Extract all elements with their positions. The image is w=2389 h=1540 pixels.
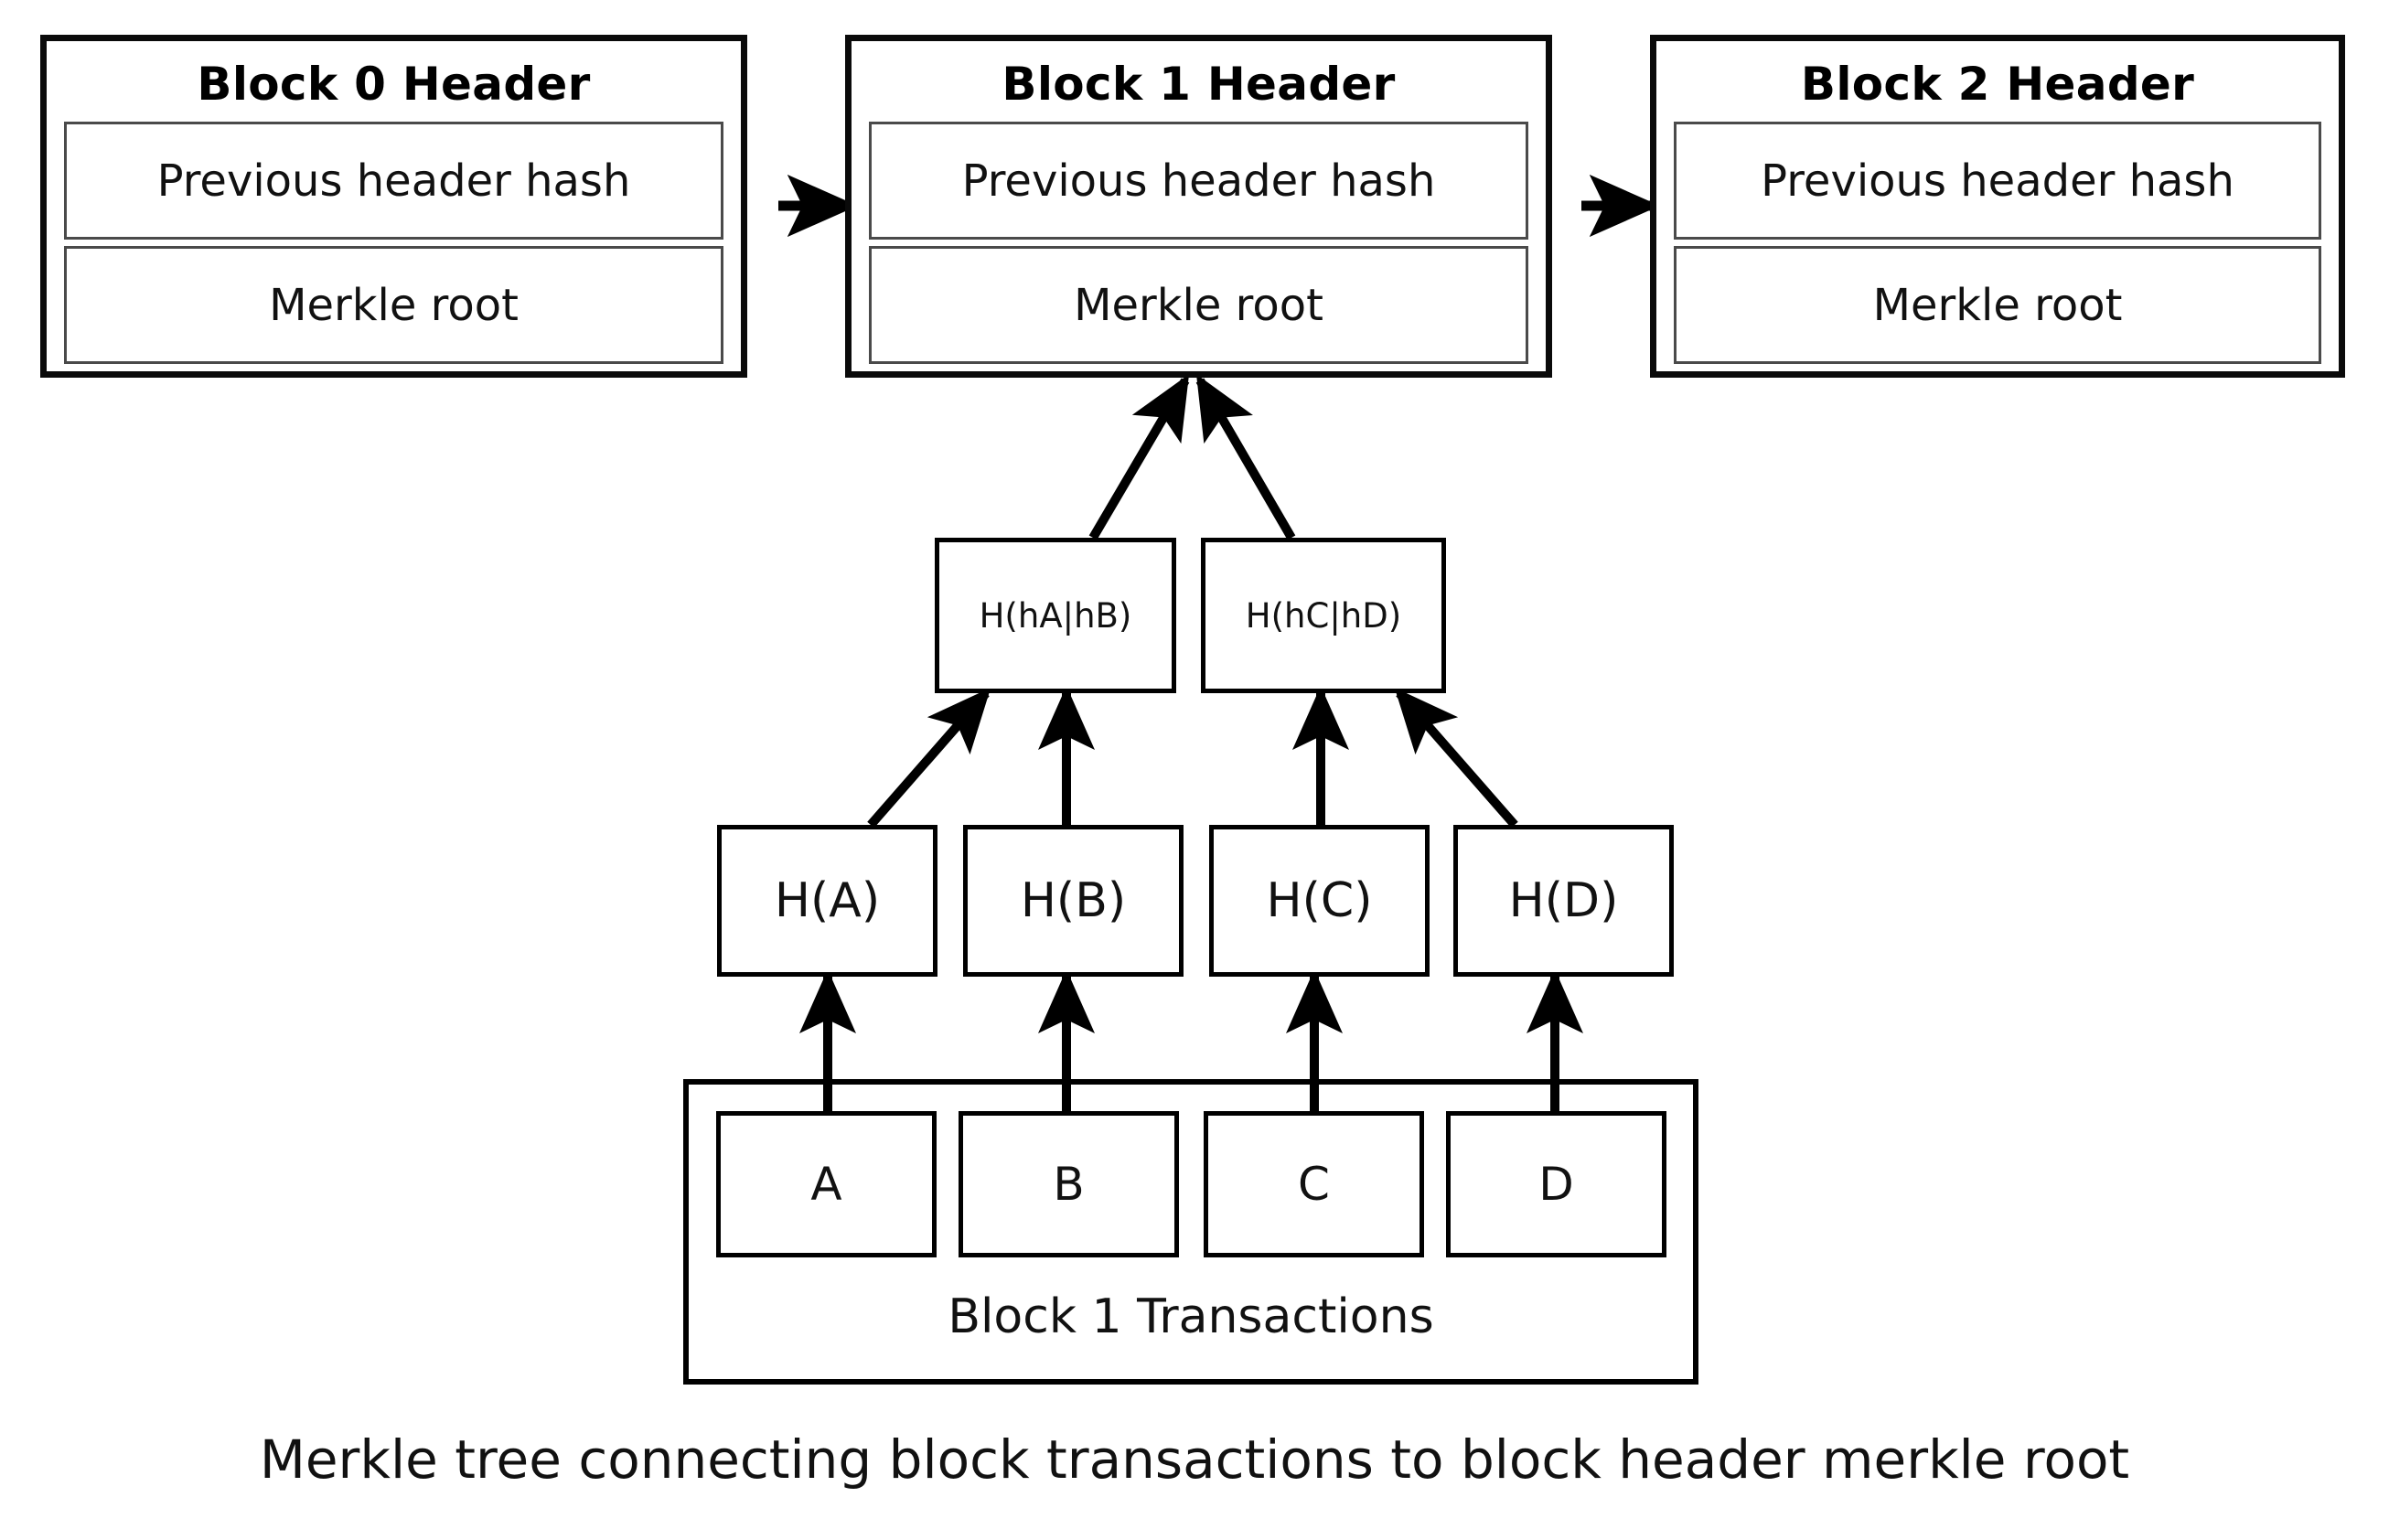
transaction-box-b: B: [959, 1111, 1179, 1257]
block-2-title: Block 2 Header: [1800, 58, 2195, 111]
block-2-previous-header-hash: Previous header hash: [1674, 122, 2321, 240]
merkle-node-hB: H(B): [963, 825, 1184, 977]
transaction-box-a: A: [716, 1111, 937, 1257]
block-0-header: Block 0 Header Previous header hash Merk…: [40, 35, 747, 378]
transaction-box-d: D: [1446, 1111, 1666, 1257]
block-1-previous-header-hash: Previous header hash: [869, 122, 1528, 240]
block-1-fields: Previous header hash Merkle root: [852, 122, 1546, 371]
block-2-fields: Previous header hash Merkle root: [1656, 122, 2339, 371]
merkle-node-hC-label: H(C): [1266, 873, 1373, 928]
arrow-hAhB-to-merkle-root: [1088, 374, 1190, 540]
merkle-node-hA-label: H(A): [774, 873, 881, 928]
merkle-node-hAhB: H(hA|hB): [935, 538, 1176, 693]
merkle-node-hChD-label: H(hC|hD): [1245, 595, 1402, 636]
merkle-node-hB-label: H(B): [1020, 873, 1127, 928]
merkle-node-hChD: H(hC|hD): [1201, 538, 1446, 693]
transaction-b-label: B: [1053, 1158, 1085, 1211]
transaction-d-label: D: [1538, 1158, 1574, 1211]
merkle-node-hAhB-label: H(hA|hB): [979, 595, 1132, 636]
transaction-box-c: C: [1204, 1111, 1424, 1257]
block-0-title: Block 0 Header: [197, 58, 591, 111]
arrow-hD-to-hChD: [1394, 687, 1518, 829]
block-1-transactions-container: [683, 1079, 1698, 1385]
block-1-title: Block 1 Header: [1002, 58, 1396, 111]
arrow-hChD-to-merkle-root: [1195, 374, 1296, 540]
block-2-header: Block 2 Header Previous header hash Merk…: [1650, 35, 2345, 378]
block-0-previous-header-hash: Previous header hash: [64, 122, 723, 240]
merkle-node-hD: H(D): [1453, 825, 1674, 977]
merkle-node-hC: H(C): [1209, 825, 1430, 977]
transaction-a-label: A: [810, 1158, 842, 1211]
block-1-header: Block 1 Header Previous header hash Merk…: [845, 35, 1552, 378]
block-1-transactions-label: Block 1 Transactions: [948, 1289, 1434, 1344]
merkle-node-hD-label: H(D): [1508, 873, 1619, 928]
block-0-fields: Previous header hash Merkle root: [47, 122, 741, 371]
block-0-merkle-root: Merkle root: [64, 246, 723, 364]
merkle-node-hA: H(A): [717, 825, 937, 977]
arrow-hA-to-hAhB: [867, 687, 991, 829]
block-2-merkle-root: Merkle root: [1674, 246, 2321, 364]
block-1-merkle-root: Merkle root: [869, 246, 1528, 364]
diagram-caption: Merkle tree connecting block transaction…: [259, 1428, 2130, 1491]
transaction-c-label: C: [1298, 1158, 1330, 1211]
